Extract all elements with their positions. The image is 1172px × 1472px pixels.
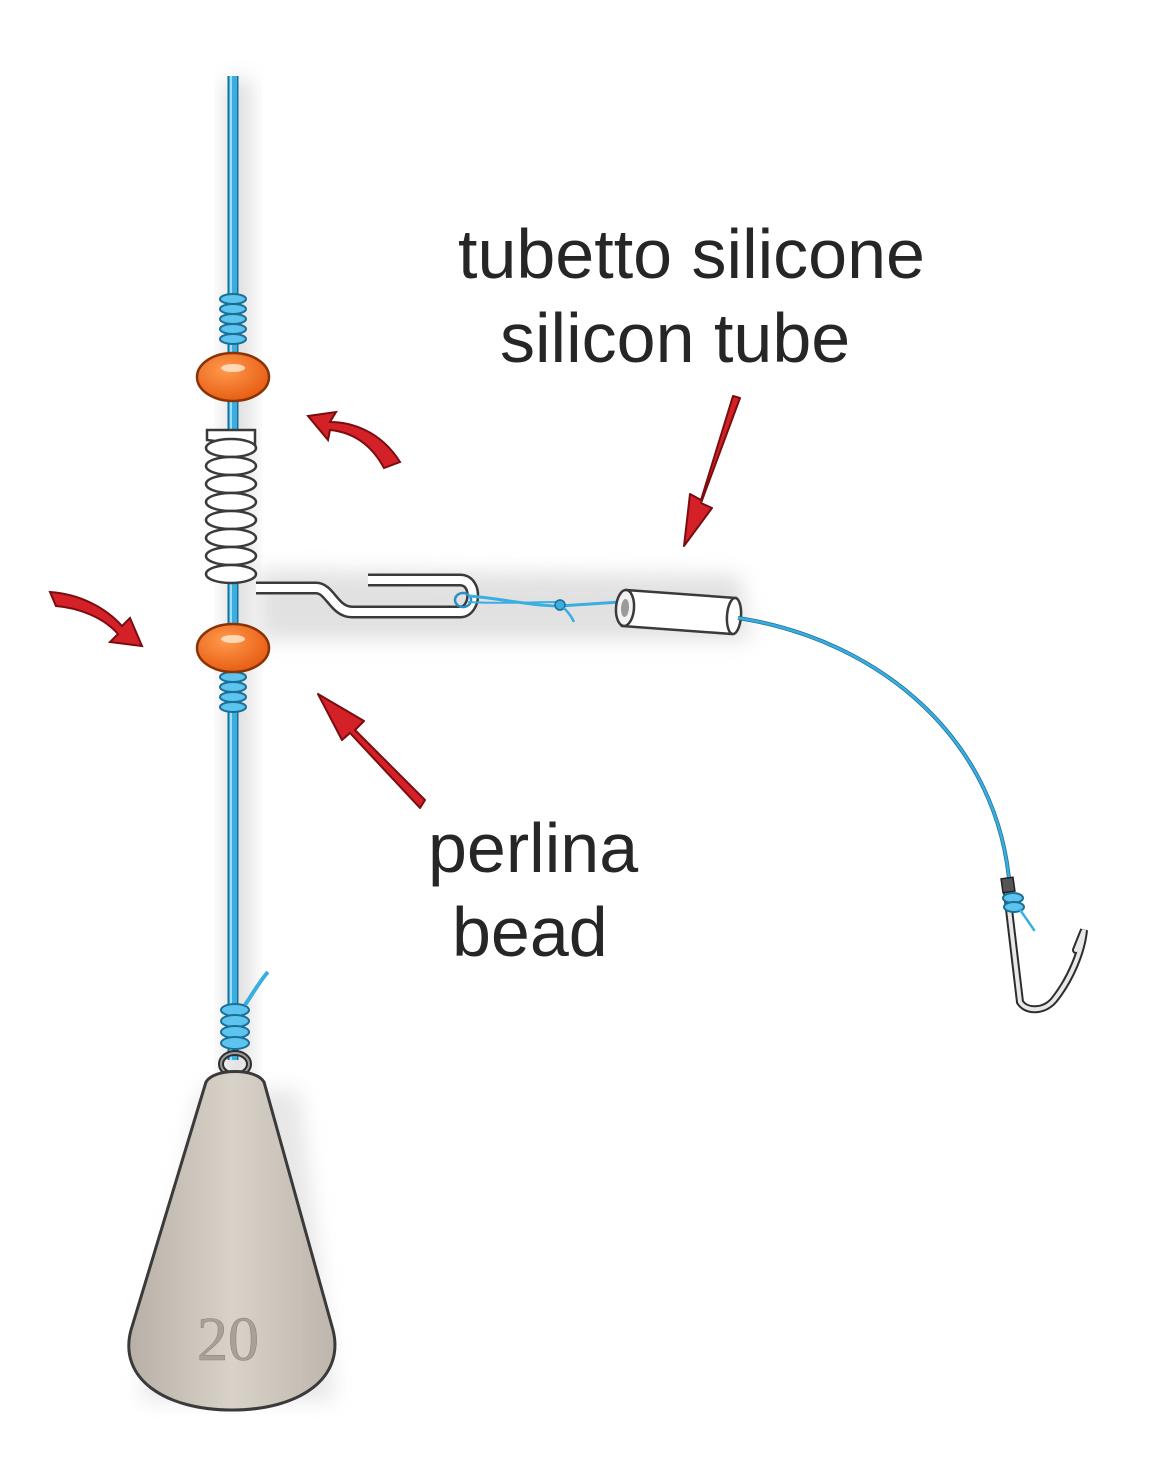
- sinker: 20: [127, 1050, 337, 1412]
- bead-bottom: [195, 622, 271, 674]
- sinker-weight-label: 20: [197, 1306, 259, 1374]
- movement-arrow-upper: [306, 410, 402, 470]
- stop-knot-bottom: [219, 671, 247, 713]
- boom-arm: [256, 573, 480, 619]
- stop-knot-top: [219, 293, 247, 345]
- tube-pointer-arrow: [683, 395, 741, 547]
- boom-spring: [204, 428, 258, 585]
- label-bead-italian: perlina: [428, 809, 639, 887]
- label-tube-italian: tubetto silicone: [458, 215, 925, 293]
- bead-top: [195, 351, 271, 403]
- sinker-knot: [220, 970, 270, 1050]
- silicone-tube: [614, 588, 743, 636]
- hook-link: [737, 616, 1012, 891]
- label-bead-english: bead: [452, 893, 608, 971]
- movement-arrow-lower: [48, 590, 144, 648]
- bead-pointer-arrow: [317, 693, 426, 809]
- label-tube-english: silicon tube: [500, 299, 851, 377]
- snood-line: [453, 591, 621, 623]
- hook: [1000, 876, 1088, 1014]
